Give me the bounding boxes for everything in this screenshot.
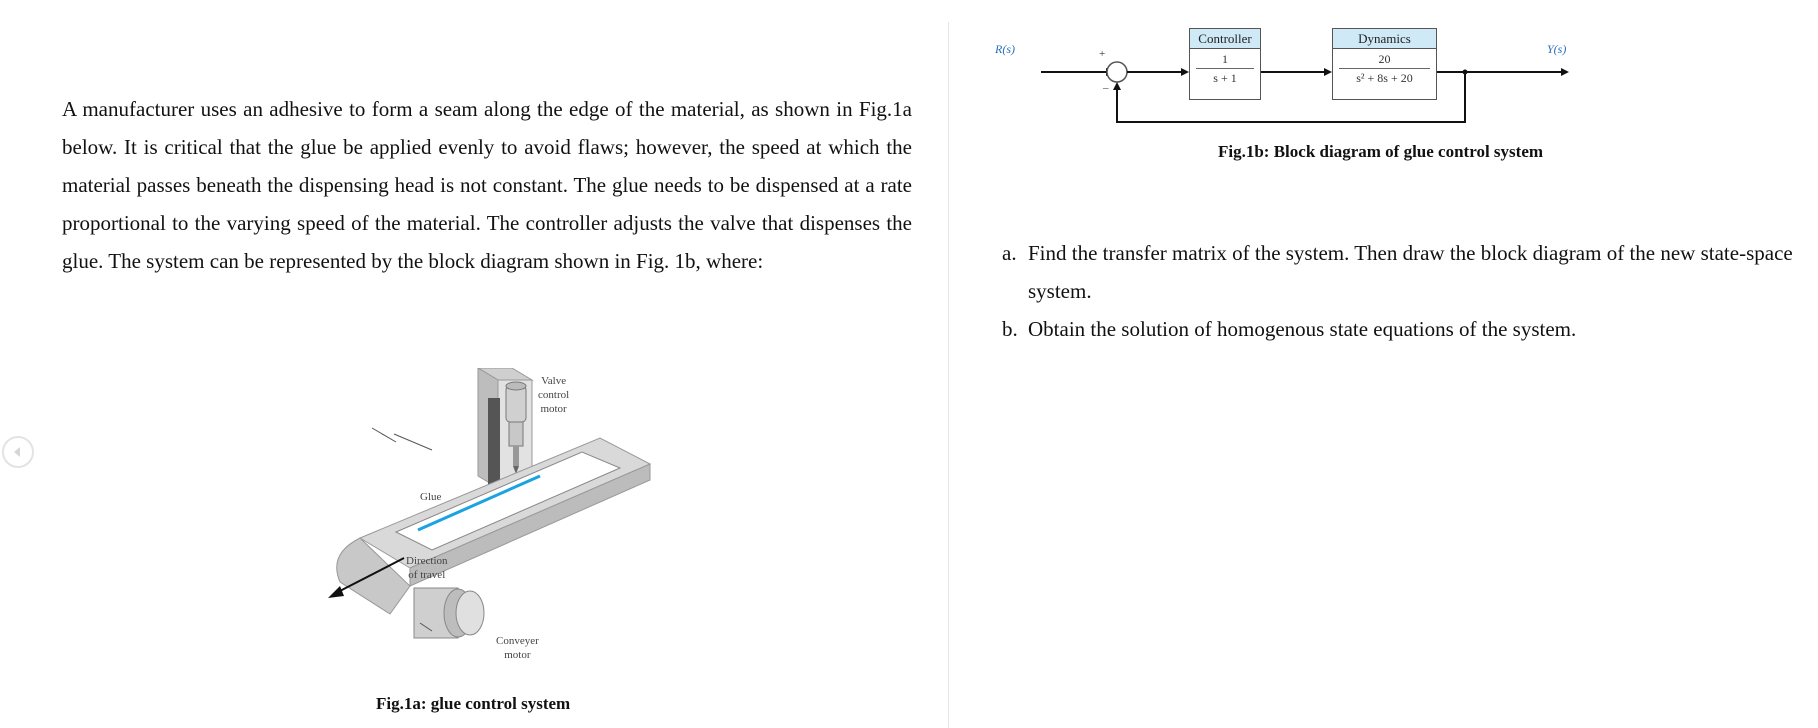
controller-block: Controller 1 s + 1: [1189, 28, 1261, 100]
controller-title: Controller: [1190, 29, 1260, 49]
glue-line: [417, 474, 541, 532]
question-item: b. Obtain the solution of homogenous sta…: [1002, 310, 1802, 348]
controller-transfer-function: 1 s + 1: [1190, 49, 1260, 85]
valve-motor-label: Valve control motor: [538, 375, 570, 415]
summing-junction: [1106, 61, 1128, 83]
chevron-left-icon: [14, 447, 20, 457]
minus-sign: –: [1103, 82, 1109, 94]
output-label: Y(s): [1547, 42, 1567, 56]
question-text: Find the transfer matrix of the system. …: [1028, 241, 1793, 303]
conveyer-motor-label: Conveyer motor: [496, 635, 539, 661]
previous-page-button[interactable]: [2, 436, 34, 468]
question-marker: b.: [1002, 317, 1018, 341]
dynamics-transfer-function: 20 s² + 8s + 20: [1333, 49, 1436, 85]
glue-label: Glue: [420, 491, 442, 503]
question-item: a. Find the transfer matrix of the syste…: [1002, 234, 1802, 310]
block-diagram-wiring: [1041, 61, 1569, 123]
intro-paragraph: A manufacturer uses an adhesive to form …: [62, 97, 912, 273]
plus-sign: +: [1099, 48, 1106, 60]
input-label: R(s): [995, 42, 1015, 56]
direction-label: Direction of travel: [406, 555, 448, 581]
block-diagram: R(s) Y(s) + – Controller 1 s + 1 Dynamic…: [985, 22, 1605, 144]
fig1a-caption: Fig.1a: glue control system: [376, 694, 571, 713]
question-marker: a.: [1002, 241, 1017, 265]
dynamics-title: Dynamics: [1333, 29, 1436, 49]
dynamics-block: Dynamics 20 s² + 8s + 20: [1332, 28, 1437, 100]
glue-system-illustration: Valve control motor Glue Direction of tr…: [320, 367, 660, 678]
conveyor-drawing: [328, 367, 652, 639]
page-divider: [948, 22, 949, 728]
question-list: a. Find the transfer matrix of the syste…: [1002, 234, 1802, 348]
fig1b-caption: Fig.1b: Block diagram of glue control sy…: [1218, 142, 1544, 161]
question-text: Obtain the solution of homogenous state …: [1028, 317, 1577, 341]
